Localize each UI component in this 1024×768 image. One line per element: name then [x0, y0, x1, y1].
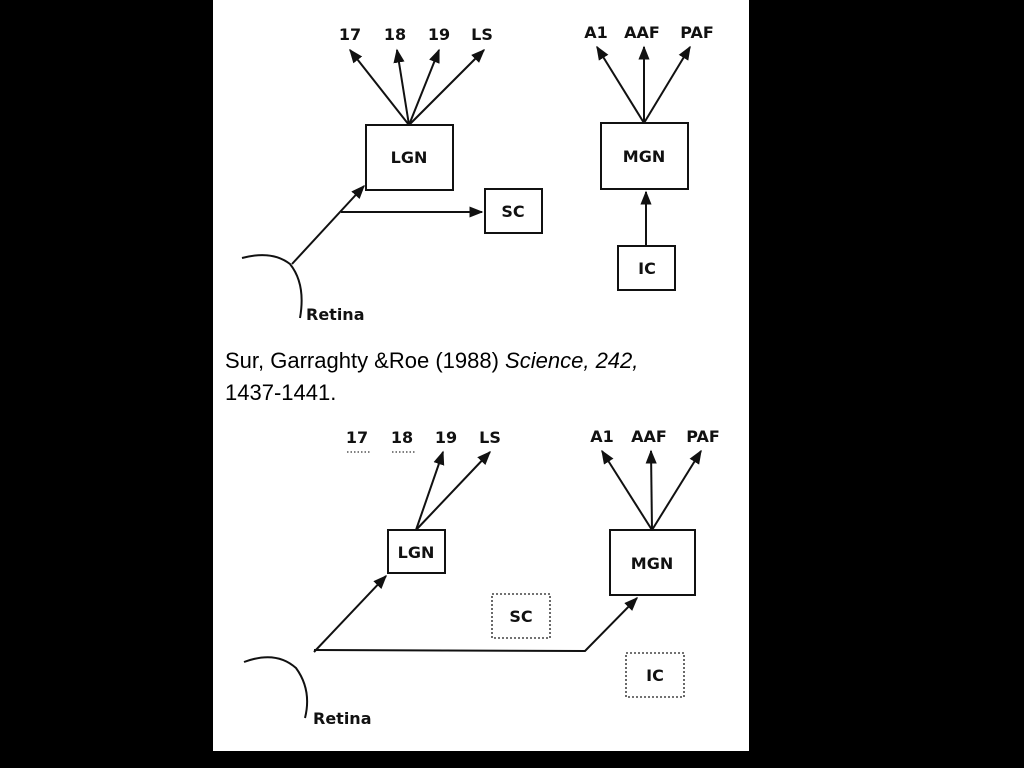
bottom-arrow-retina-mgn	[313, 597, 638, 653]
top-ic-box	[617, 245, 676, 291]
top-target-17: 17	[339, 25, 361, 44]
top-arrow-lgn-ls	[408, 49, 485, 126]
bottom-sc-label: SC	[509, 607, 532, 626]
bottom-retina-label: Retina	[313, 709, 372, 728]
bottom-mgn-label: MGN	[631, 554, 673, 573]
bottom-target-18: 18	[391, 428, 413, 447]
bottom-target-a1: A1	[590, 427, 614, 446]
diagram-top: 17 18 19 LS LGN SC Retina A1 AAF PAF MGN	[241, 23, 714, 324]
top-mgn-box	[600, 122, 689, 190]
bottom-arrow-mgn-a1	[601, 449, 653, 531]
top-arrow-mgn-paf	[643, 45, 691, 124]
citation: Sur, Garraghty &Roe (1988) Science, 242,…	[225, 345, 745, 409]
citation-authors: Sur, Garraghty &Roe (1988)	[225, 348, 499, 373]
bottom-target-17: 17	[346, 428, 368, 447]
top-sc-label: SC	[501, 202, 524, 221]
top-target-19: 19	[428, 25, 450, 44]
top-lgn-label: LGN	[391, 148, 428, 167]
bottom-target-ls: LS	[479, 428, 501, 447]
top-arrow-mgn-a1	[596, 45, 645, 124]
top-arrow-lgn-18	[393, 48, 410, 126]
bottom-arrow-lgn-ls	[415, 450, 491, 531]
bottom-mgn-box	[609, 529, 696, 596]
top-ic-label: IC	[638, 259, 656, 278]
citation-volume: 242,	[595, 348, 639, 373]
bottom-ic-box	[625, 652, 685, 698]
bottom-retina-curve	[243, 656, 309, 719]
citation-pages: 1437-1441.	[225, 380, 337, 405]
top-target-paf: PAF	[680, 23, 714, 42]
bottom-arrow-lgn-19	[415, 450, 445, 531]
bottom-lgn-label: LGN	[398, 543, 435, 562]
top-target-a1: A1	[584, 23, 608, 42]
top-arrow-lgn-19	[408, 48, 440, 126]
bottom-target-aaf: AAF	[631, 427, 667, 446]
bottom-sc-box	[491, 593, 551, 639]
top-arrow-lgn-17	[349, 48, 410, 126]
bottom-arrow-mgn-aaf	[645, 449, 657, 531]
bottom-arrow-mgn-paf	[651, 449, 702, 531]
bottom-target-19: 19	[435, 428, 457, 447]
citation-journal: Science,	[505, 348, 590, 373]
bottom-target-paf: PAF	[686, 427, 720, 446]
top-target-ls: LS	[471, 25, 493, 44]
bottom-ic-label: IC	[646, 666, 664, 685]
top-retina-label: Retina	[306, 305, 365, 324]
bottom-arrow-retina-lgn	[313, 574, 387, 653]
top-mgn-label: MGN	[623, 147, 665, 166]
top-sc-box	[484, 188, 543, 234]
top-retina-curve	[241, 254, 303, 319]
top-target-18: 18	[384, 25, 406, 44]
diagram-bottom: 17 18 19 LS LGN SC A1 AAF PAF MGN IC Ret…	[243, 427, 720, 728]
top-target-aaf: AAF	[624, 23, 660, 42]
top-arrow-retina-lgn	[291, 184, 365, 265]
